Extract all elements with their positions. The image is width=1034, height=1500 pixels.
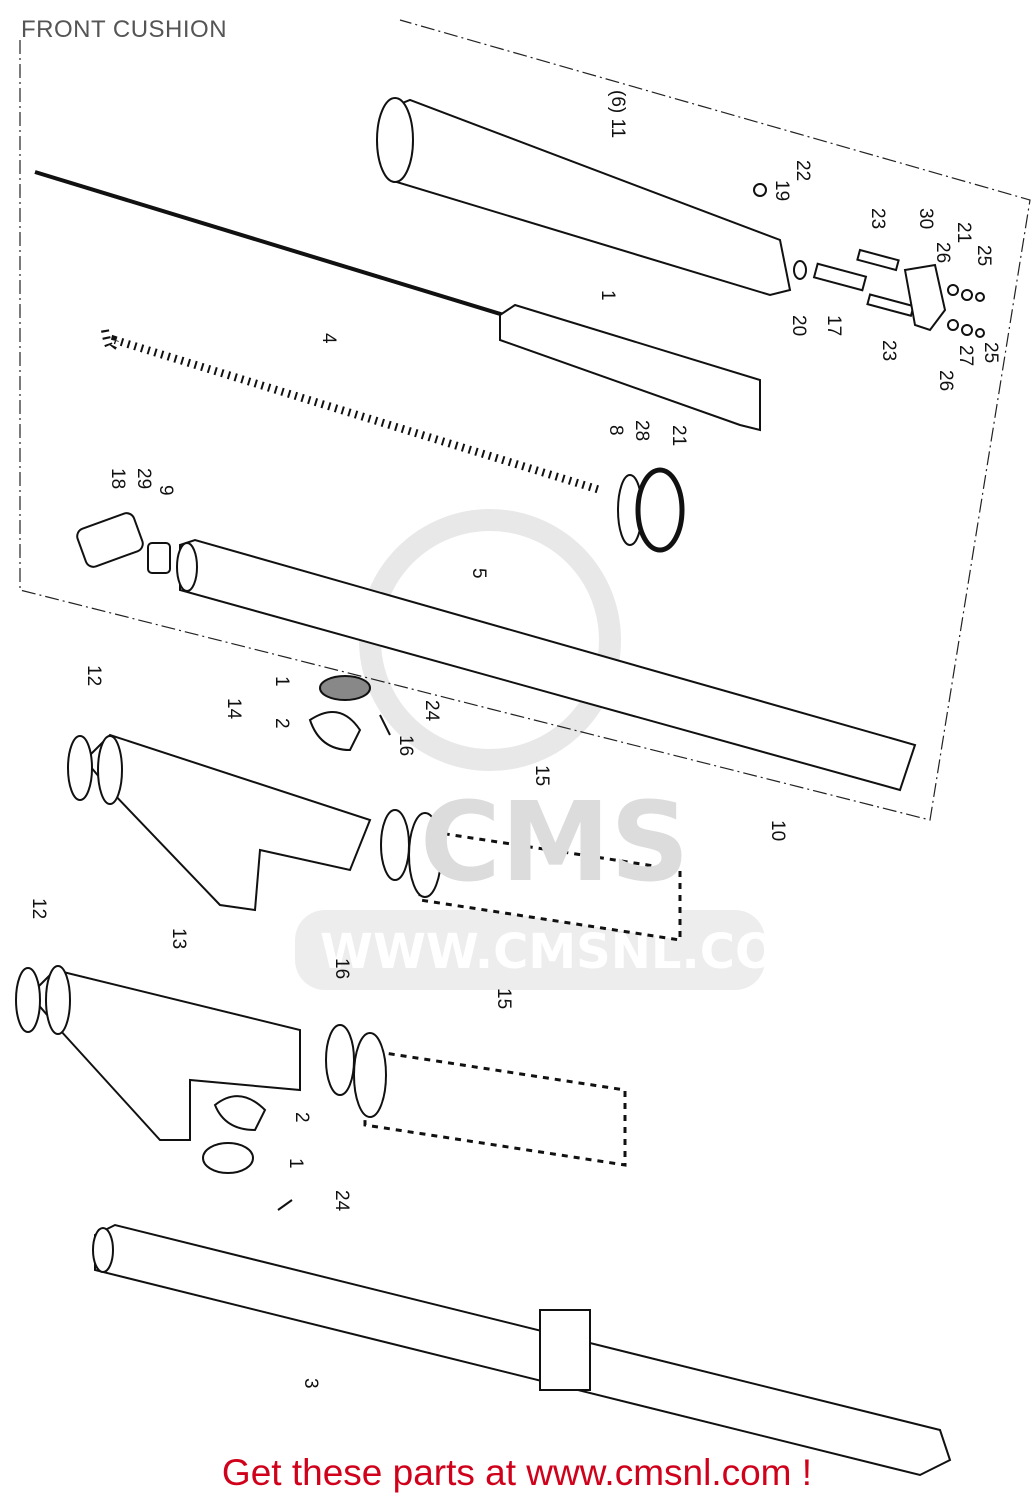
seal-21 [635, 467, 685, 553]
screw-24-lower [277, 1199, 293, 1211]
cover-2 [308, 711, 362, 752]
part-number-label[interactable]: 12 [28, 898, 49, 919]
part-number-label[interactable]: 24 [331, 1190, 352, 1212]
cover-2-lower [213, 1095, 267, 1132]
part-number-label[interactable]: 18 [107, 468, 128, 489]
part-number-label[interactable]: 26 [935, 370, 956, 391]
part-number-label[interactable]: 9 [155, 485, 176, 496]
part-number-label[interactable]: 16 [331, 958, 352, 979]
part-number-label[interactable]: (6) 11 [607, 90, 628, 138]
part-number-label[interactable]: 2 [271, 718, 292, 729]
cap-1 [319, 675, 371, 701]
bolt-18 [76, 512, 144, 568]
bottom-case-14 [83, 733, 372, 912]
part-number-label[interactable]: 15 [493, 988, 514, 1009]
boot-15-upper [418, 828, 682, 942]
part-number-label[interactable]: 10 [767, 820, 788, 841]
part-number-label[interactable]: 3 [300, 1378, 321, 1389]
spring [101, 329, 602, 494]
shop-link-banner[interactable]: Get these parts at www.cmsnl.com ! [221, 1452, 813, 1493]
part-number-label[interactable]: 27 [955, 345, 976, 366]
part-number-label[interactable]: 22 [792, 160, 813, 181]
bottom-case-13 [28, 968, 301, 1141]
part-number-label[interactable]: 21 [668, 425, 689, 446]
part-number-label[interactable]: 12 [83, 665, 104, 686]
part-number-label[interactable]: 29 [133, 468, 154, 489]
part-number-label[interactable]: 26 [932, 242, 953, 263]
part-number-label[interactable]: 21 [953, 222, 974, 243]
part-number-label[interactable]: 1 [597, 290, 618, 301]
part-number-label[interactable]: 4 [318, 333, 339, 344]
fork-top-tube [383, 98, 792, 297]
part-number-label[interactable]: 5 [468, 568, 489, 579]
part-number-label[interactable]: 19 [771, 180, 792, 201]
screw-24 [379, 714, 391, 736]
part-number-label[interactable]: 13 [168, 928, 189, 949]
watermark-cms: CMS [420, 778, 689, 906]
part-number-label[interactable]: 23 [878, 340, 899, 361]
part-number-label[interactable]: 16 [395, 735, 416, 756]
part-number-label[interactable]: 25 [980, 342, 1001, 363]
part-number-label[interactable]: 15 [531, 765, 552, 786]
boot-15-lower [363, 1048, 627, 1167]
part-number-label[interactable]: 14 [223, 698, 244, 720]
part-number-label[interactable]: 23 [867, 208, 888, 229]
part-number-label[interactable]: 8 [605, 425, 626, 436]
part-number-label[interactable]: 17 [823, 315, 844, 336]
damper-rod [34, 170, 521, 322]
group-outline [19, 19, 1031, 821]
diagram-title: FRONT CUSHION [21, 16, 228, 43]
axle-hardware [753, 183, 985, 338]
damper-tube [499, 303, 761, 432]
collar-9 [147, 542, 171, 574]
part-number-label[interactable]: 30 [915, 208, 936, 229]
part-number-label[interactable]: 2 [291, 1112, 312, 1123]
part-number-label[interactable]: 24 [421, 700, 442, 722]
part-number-label[interactable]: 20 [788, 315, 809, 336]
watermark-text: WWW.CMSNL.COM [320, 924, 824, 980]
parts-drawing [15, 97, 952, 1477]
part-number-label[interactable]: 25 [973, 245, 994, 266]
fork-slider-3 [94, 1223, 952, 1477]
part-number-label[interactable]: 1 [285, 1158, 306, 1169]
part-number-label[interactable]: 28 [631, 420, 652, 441]
part-number-label[interactable]: 1 [271, 676, 292, 687]
cap-1-lower [202, 1142, 254, 1174]
